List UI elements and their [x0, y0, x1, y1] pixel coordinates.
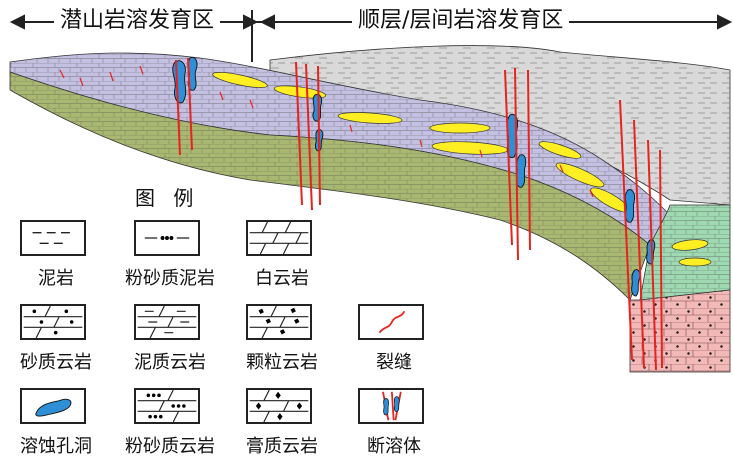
zone-label-buried-hill: 潜山岩溶发育区 — [54, 8, 221, 34]
fissures — [59, 65, 594, 198]
grain-dolomite-lenses — [212, 72, 712, 267]
faults — [175, 57, 663, 371]
legend-title: 图 例 — [135, 186, 200, 210]
zone-label-bedding: 顺层/层间岩溶发育区 — [352, 8, 570, 34]
